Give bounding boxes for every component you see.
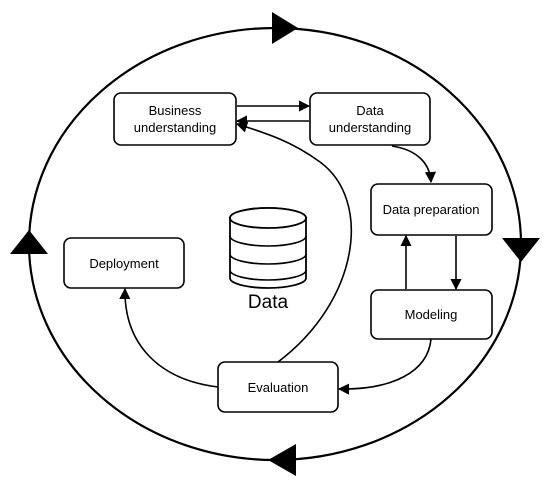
node-deployment: Deployment [63,237,185,289]
cycle-arrow-left-icon [10,230,48,254]
arrow-evaluation-to-deployment [119,287,219,388]
node-business-understanding: Business understanding [113,92,237,146]
center-data-label: Data [248,292,289,313]
cycle-arrow-top-icon [272,12,298,44]
node-data-preparation: Data preparation [370,183,493,236]
evaluation-label: Evaluation [248,380,309,395]
cycle-arrow-right-icon [502,238,540,262]
data-understanding-line2: understanding [329,120,411,135]
business-understanding-line1: Business [149,103,202,118]
data-preparation-label: Data preparation [383,202,480,217]
node-data-understanding: Data understanding [309,92,431,146]
arrow-data-understanding-to-preparation [391,145,437,184]
cycle-arrow-bottom-icon [268,444,296,476]
node-evaluation: Evaluation [217,361,339,413]
business-understanding-line2: understanding [134,120,216,135]
arrow-evaluation-to-business [235,121,353,363]
arrow-modeling-to-evaluation [337,338,432,395]
database-icon [229,207,307,289]
deployment-label: Deployment [89,256,159,271]
node-modeling: Modeling [370,289,493,340]
modeling-label: Modeling [405,307,458,322]
data-understanding-line1: Data [356,103,384,118]
